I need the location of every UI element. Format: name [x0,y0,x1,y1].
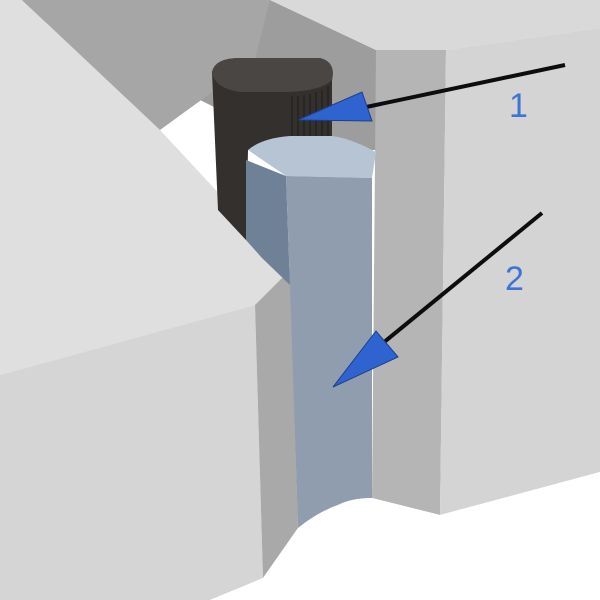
callout-label-2: 2 [505,260,524,298]
callout-label-1: 1 [509,87,528,125]
cutout-edge [210,472,600,600]
dark-pin-top [212,58,333,92]
arrow-pointer-icon [297,63,566,122]
left-chamfer-face [255,270,298,578]
arrow-1-head [297,91,373,122]
insert-top-face [248,136,376,178]
left-top-face [0,0,290,375]
top-right-face [270,0,600,50]
arrow-1-line [351,63,566,112]
arrow-2-head [332,330,399,388]
right-outer-face [440,28,600,515]
arrow-pointer-icon [332,211,544,388]
arrow-2-line [370,211,544,354]
right-inner-wall [372,50,446,515]
slot-shadow [22,0,270,130]
insert-side-face [246,160,290,285]
insert-front-face [286,176,372,528]
left-front-face [0,305,263,600]
